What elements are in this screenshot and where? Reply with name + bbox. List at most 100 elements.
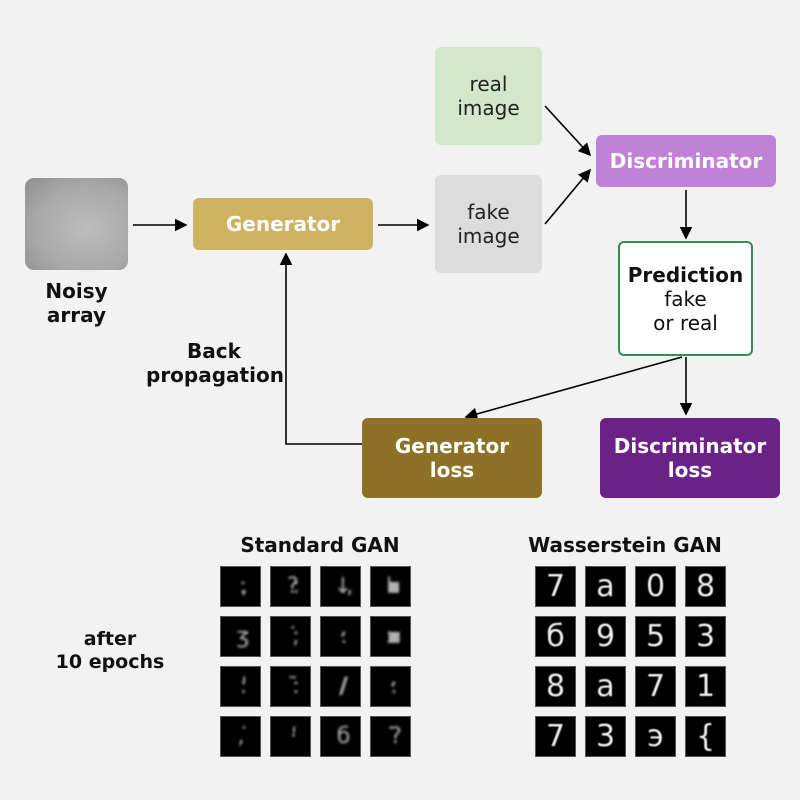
standard-gan-sample-14: ·' bbox=[270, 716, 311, 757]
digit-glyph: ∕/ bbox=[339, 674, 348, 699]
digit-glyph: ʒ: bbox=[236, 624, 250, 649]
standard-gan-sample-15: б bbox=[320, 716, 361, 757]
wasserstein-gan-sample-10: a bbox=[585, 666, 626, 707]
wasserstein-gan-sample-15: э bbox=[635, 716, 676, 757]
real-image-label-line1: real bbox=[469, 72, 508, 96]
noisy-array-image bbox=[25, 178, 128, 270]
noisy-array-label: Noisy array bbox=[25, 279, 128, 327]
prediction-box: Prediction fake or real bbox=[618, 241, 753, 356]
back-propagation-line2: propagation bbox=[146, 363, 284, 387]
standard-gan-sample-1: :, bbox=[220, 566, 261, 607]
digit-glyph: 1 bbox=[695, 669, 716, 704]
digit-glyph: { bbox=[695, 719, 716, 754]
digit-glyph: a bbox=[596, 669, 615, 704]
digit-glyph: б bbox=[546, 619, 565, 654]
wasserstein-gan-sample-13: 7 bbox=[535, 716, 576, 757]
wasserstein-gan-sample-16: { bbox=[685, 716, 726, 757]
back-propagation-label: Back propagation bbox=[146, 339, 284, 387]
digit-glyph: 3 bbox=[595, 719, 616, 754]
standard-gan-sample-9: :' bbox=[220, 666, 261, 707]
digit-glyph: ?: bbox=[286, 574, 300, 599]
arrow-real-to-discriminator bbox=[544, 105, 592, 157]
wasserstein-gan-sample-1: 7 bbox=[535, 566, 576, 607]
arrow-prediction-to-generator-loss bbox=[464, 356, 683, 421]
wasserstein-gan-title: Wasserstein GAN bbox=[528, 533, 722, 557]
standard-gan-sample-12: ·: bbox=[370, 666, 411, 707]
digit-glyph: ↓, bbox=[333, 574, 353, 599]
discriminator-box: Discriminator bbox=[596, 135, 776, 187]
wasserstein-gan-sample-8: 3 bbox=[685, 616, 726, 657]
standard-gan-sample-7: ·: bbox=[320, 616, 361, 657]
fake-image-label-line1: fake bbox=[467, 200, 510, 224]
digit-glyph: ·: bbox=[339, 624, 347, 649]
wasserstein-gan-sample-5: б bbox=[535, 616, 576, 657]
digit-glyph: ·' bbox=[289, 724, 297, 749]
digit-glyph: ·: bbox=[389, 674, 397, 699]
noisy-array-label-line2: array bbox=[46, 303, 107, 327]
standard-gan-sample-16: ˙? bbox=[370, 716, 411, 757]
digit-glyph: б bbox=[336, 724, 351, 749]
wasserstein-gan-sample-3: 0 bbox=[635, 566, 676, 607]
wasserstein-gan-sample-12: 1 bbox=[685, 666, 726, 707]
digit-glyph: 7 bbox=[645, 669, 666, 704]
prediction-title: Prediction bbox=[627, 262, 744, 287]
wasserstein-gan-sample-7: 5 bbox=[635, 616, 676, 657]
digit-glyph: ˉ: bbox=[287, 674, 299, 699]
digit-glyph: 7 bbox=[545, 569, 566, 604]
discriminator-label: Discriminator bbox=[609, 149, 763, 173]
discriminator-loss-line1: Discriminator bbox=[613, 434, 767, 458]
digit-glyph: ,˙ bbox=[237, 724, 250, 749]
arrow-backprop-to-generator bbox=[279, 252, 362, 445]
back-propagation-line1: Back bbox=[187, 339, 241, 363]
noisy-array-label-line1: Noisy bbox=[45, 279, 108, 303]
standard-gan-samples-grid: :,?:↓,'▪ʒ:˙;·::▪:'ˉ:∕/·:,˙·'б˙? bbox=[220, 566, 411, 757]
digit-glyph: 3 bbox=[695, 619, 716, 654]
wasserstein-gan-sample-6: 9 bbox=[585, 616, 626, 657]
wasserstein-gan-sample-2: a bbox=[585, 566, 626, 607]
digit-glyph: э bbox=[647, 719, 664, 754]
digit-glyph: a bbox=[596, 569, 615, 604]
standard-gan-sample-11: ∕/ bbox=[320, 666, 361, 707]
standard-gan-sample-4: '▪ bbox=[370, 566, 411, 607]
epochs-label-line2: 10 epochs bbox=[55, 650, 165, 673]
digit-glyph: 8 bbox=[545, 669, 566, 704]
digit-glyph: 7 bbox=[545, 719, 566, 754]
real-image-label-line2: image bbox=[457, 96, 520, 120]
discriminator-loss-line2: loss bbox=[667, 458, 713, 482]
generator-loss-box: Generator loss bbox=[362, 418, 542, 498]
digit-glyph: 9 bbox=[595, 619, 616, 654]
epochs-label-line1: after bbox=[83, 628, 137, 650]
generator-loss-line2: loss bbox=[429, 458, 475, 482]
digit-glyph: :, bbox=[239, 574, 247, 599]
standard-gan-sample-5: ʒ: bbox=[220, 616, 261, 657]
digit-glyph: 8 bbox=[695, 569, 716, 604]
standard-gan-sample-13: ,˙ bbox=[220, 716, 261, 757]
discriminator-loss-box: Discriminator loss bbox=[600, 418, 780, 498]
fake-image-box: fake image bbox=[435, 175, 542, 273]
digit-glyph: :▪ bbox=[385, 624, 401, 649]
prediction-label-line2: or real bbox=[653, 310, 718, 335]
generator-label: Generator bbox=[225, 212, 341, 236]
digit-glyph: ˙? bbox=[385, 724, 402, 749]
wasserstein-gan-sample-11: 7 bbox=[635, 666, 676, 707]
digit-glyph: '▪ bbox=[386, 574, 401, 599]
standard-gan-sample-6: ˙; bbox=[270, 616, 311, 657]
standard-gan-title: Standard GAN bbox=[240, 533, 400, 557]
digit-glyph: 5 bbox=[645, 619, 666, 654]
standard-gan-sample-3: ↓, bbox=[320, 566, 361, 607]
generator-loss-line1: Generator bbox=[394, 434, 510, 458]
digit-glyph: ˙; bbox=[287, 624, 299, 649]
standard-gan-sample-2: ?: bbox=[270, 566, 311, 607]
digit-glyph: 0 bbox=[645, 569, 666, 604]
standard-gan-sample-10: ˉ: bbox=[270, 666, 311, 707]
digit-glyph: :' bbox=[239, 674, 247, 699]
wasserstein-gan-sample-14: 3 bbox=[585, 716, 626, 757]
standard-gan-sample-8: :▪ bbox=[370, 616, 411, 657]
arrow-fake-to-discriminator bbox=[544, 168, 592, 225]
real-image-box: real image bbox=[435, 47, 542, 145]
epochs-label: after 10 epochs bbox=[40, 628, 180, 674]
wasserstein-gan-sample-9: 8 bbox=[535, 666, 576, 707]
generator-box: Generator bbox=[193, 198, 373, 250]
